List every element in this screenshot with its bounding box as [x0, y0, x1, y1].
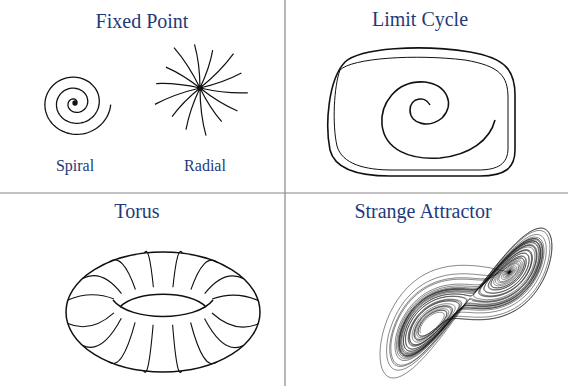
sub-label: Spiral	[56, 157, 94, 175]
stroke	[109, 260, 135, 290]
stroke	[174, 48, 200, 88]
stroke	[45, 77, 111, 134]
stroke	[109, 322, 135, 363]
panel-title: Torus	[114, 200, 159, 222]
stroke	[380, 228, 552, 378]
panel-title: Fixed Point	[96, 10, 189, 32]
strange-attractor	[380, 228, 552, 378]
stroke	[212, 295, 258, 300]
stroke	[83, 276, 122, 294]
stroke	[82, 318, 121, 347]
stroke	[73, 101, 77, 105]
stroke	[68, 295, 114, 300]
stroke	[173, 325, 182, 373]
radial-trajectory	[155, 44, 248, 135]
spiral-trajectory	[45, 77, 111, 134]
sub-label: Radial	[184, 157, 226, 175]
stroke	[212, 313, 258, 327]
stroke	[198, 86, 202, 90]
stroke	[191, 323, 217, 364]
stroke	[200, 88, 222, 122]
stroke	[156, 83, 200, 88]
stroke	[68, 313, 114, 327]
limit-cycle-trajectory	[328, 48, 515, 176]
torus-meridians	[68, 251, 258, 372]
torus	[66, 252, 260, 372]
panel-title: Strange Attractor	[354, 200, 491, 222]
stroke	[200, 88, 248, 93]
divider	[0, 192, 568, 193]
stroke	[195, 44, 201, 88]
stroke	[205, 318, 244, 347]
stroke	[200, 88, 206, 136]
stroke	[144, 325, 153, 373]
stroke	[144, 251, 153, 287]
stroke	[173, 251, 182, 287]
stroke	[205, 276, 244, 294]
panel-title: Limit Cycle	[372, 8, 468, 30]
stroke	[155, 88, 200, 104]
stroke	[200, 73, 241, 88]
